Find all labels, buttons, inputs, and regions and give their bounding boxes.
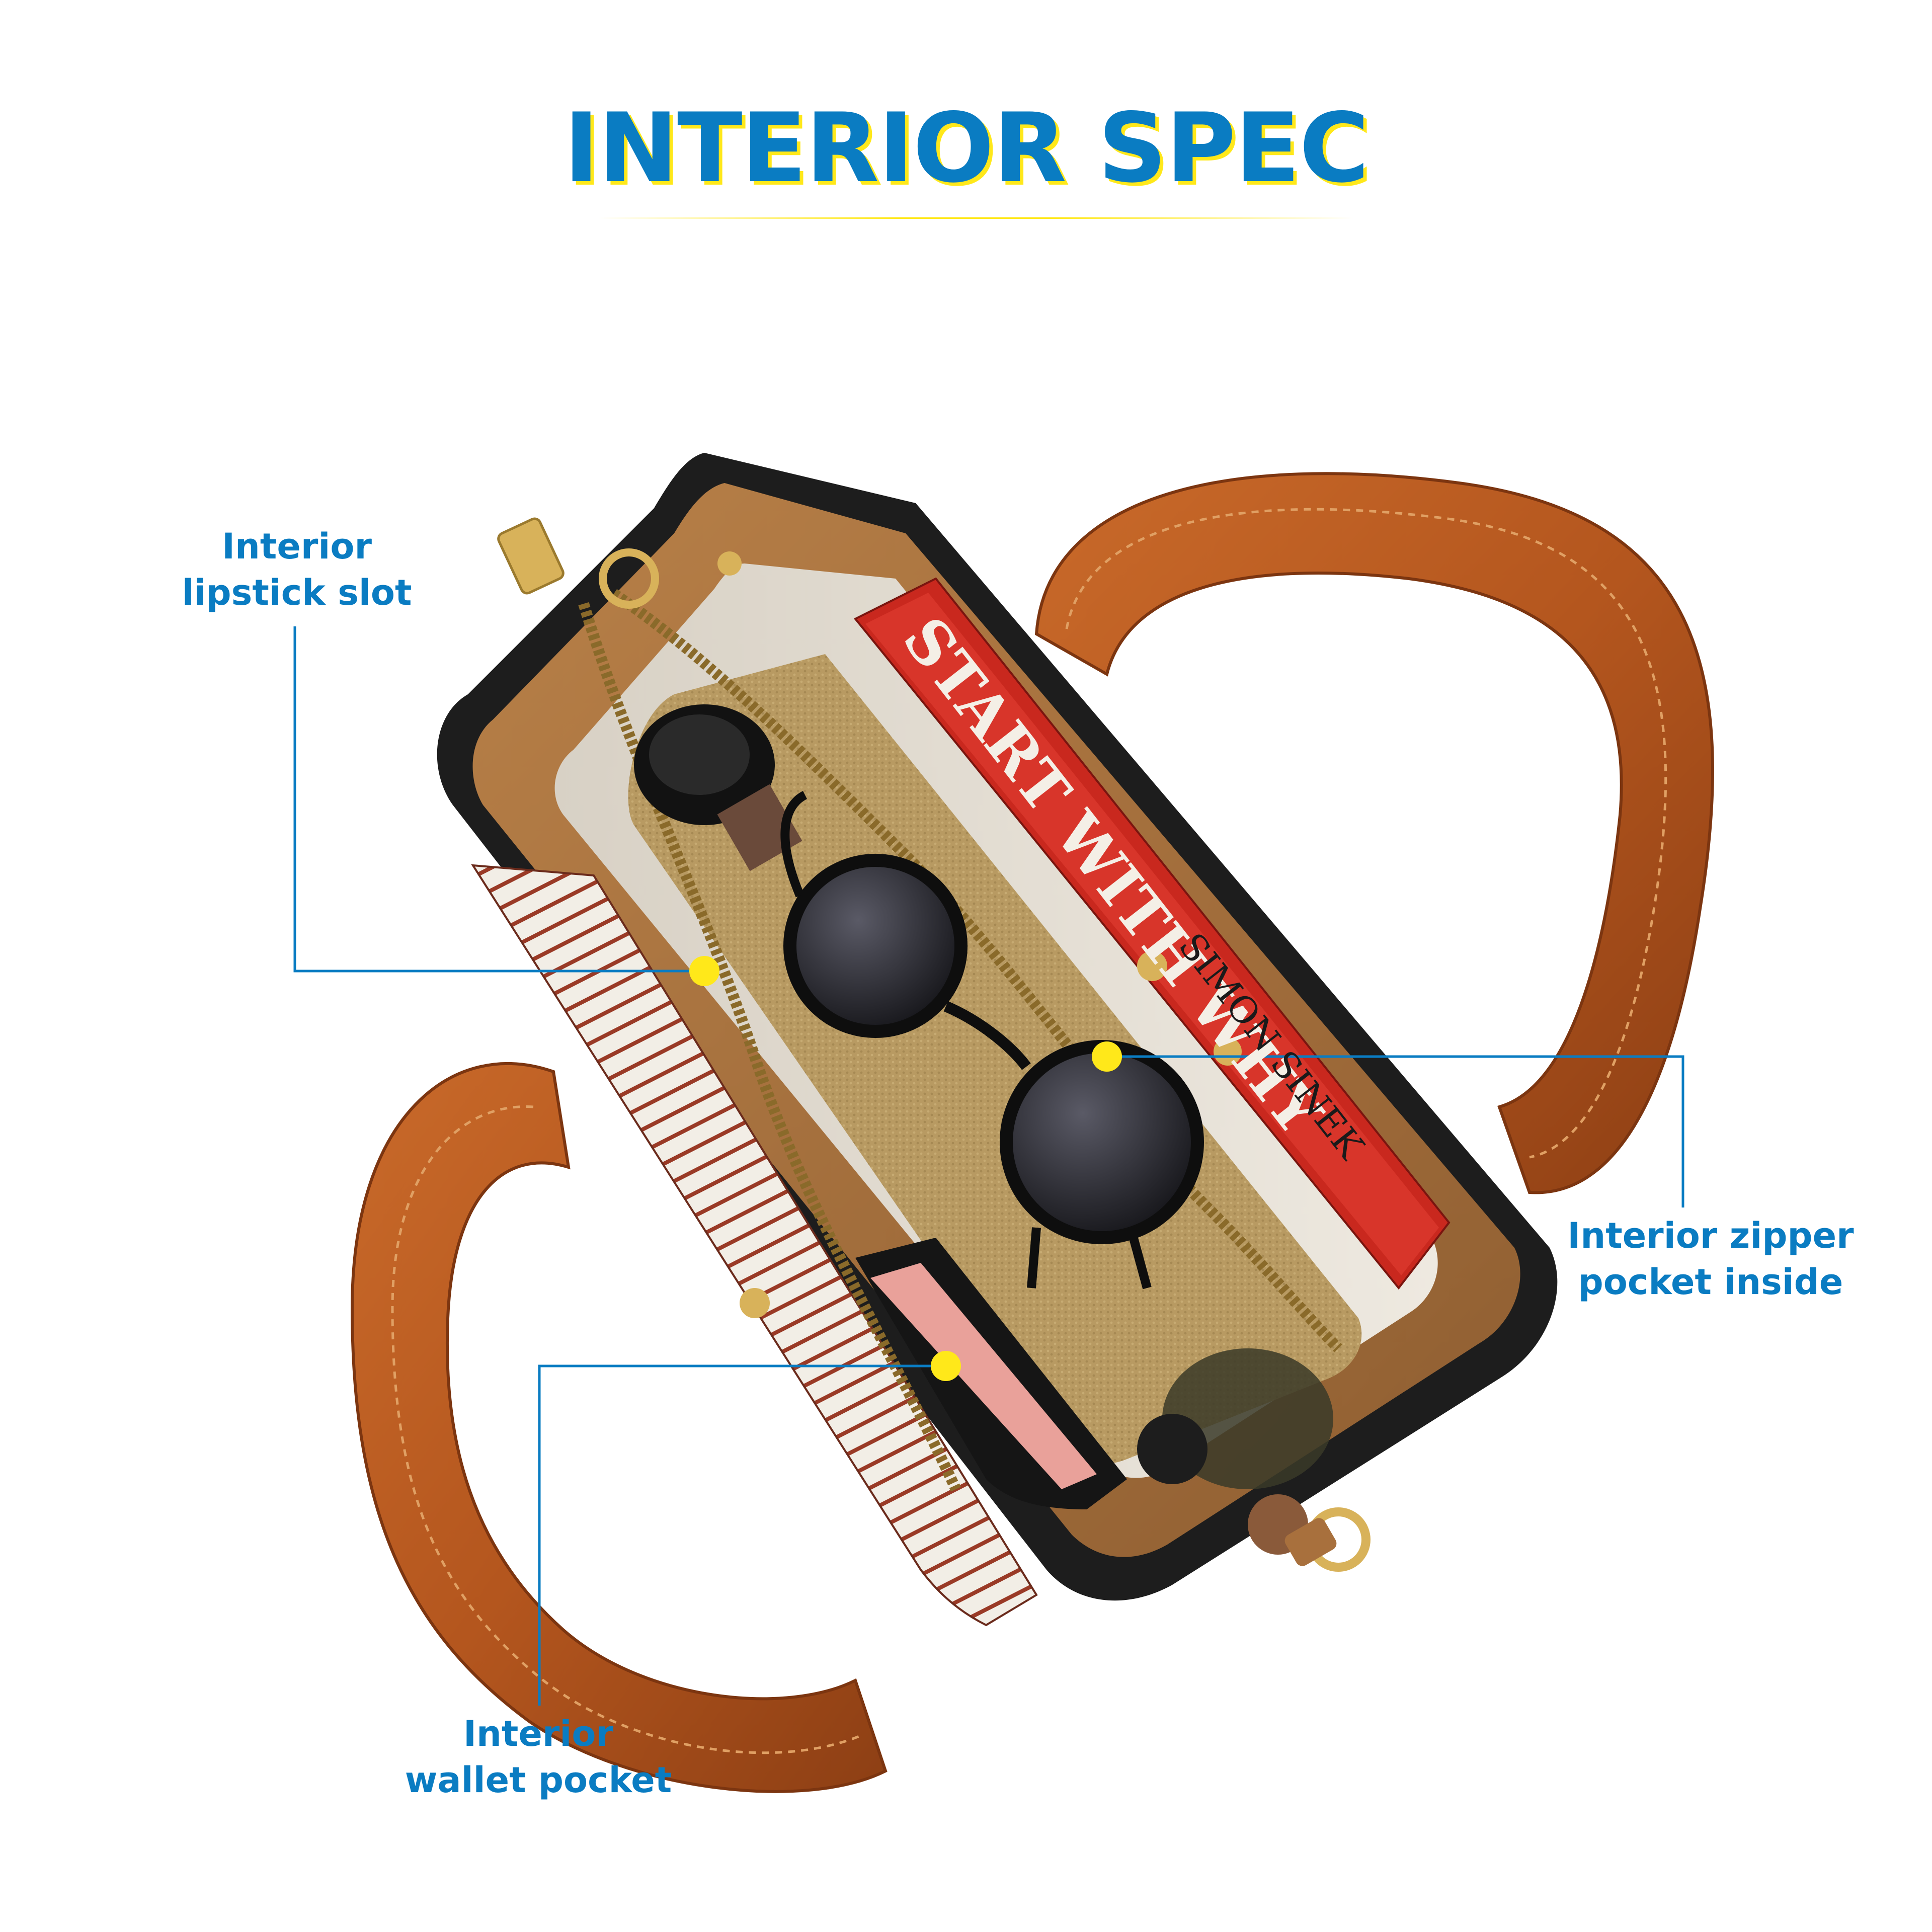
callout-wallet bbox=[538, 1364, 946, 1706]
wallet bbox=[855, 1238, 1127, 1509]
title: INTERIOR SPEC bbox=[564, 93, 1369, 204]
callout-lipstick-line2: lipstick slot bbox=[182, 572, 412, 613]
front-handle bbox=[350, 1062, 888, 1793]
callout-label-lipstick: Interior lipstick slot bbox=[151, 523, 443, 616]
callout-lipstick-line1: Interior bbox=[222, 526, 372, 567]
rear-handle bbox=[1034, 472, 1715, 1194]
callout-label-wallet: Interior wallet pocket bbox=[382, 1711, 694, 1803]
title-underline bbox=[599, 217, 1353, 219]
zipper-pull bbox=[497, 517, 659, 609]
notebook bbox=[471, 864, 1038, 1627]
callout-zipper-line2: pocket inside bbox=[1578, 1261, 1843, 1303]
zipper bbox=[578, 602, 961, 1492]
callout-lipstick bbox=[293, 626, 704, 973]
perfume-bottle bbox=[1137, 1348, 1333, 1555]
callout-zipper-line1: Interior zipper bbox=[1567, 1215, 1854, 1256]
lipstick bbox=[634, 704, 802, 871]
zipper-pocket-panel bbox=[628, 654, 1362, 1464]
book bbox=[853, 577, 1451, 1290]
callout-zipper bbox=[1107, 1055, 1684, 1208]
hardware bbox=[717, 551, 1371, 1572]
callout-zipper-dot bbox=[1092, 1041, 1122, 1072]
callout-wallet-dot bbox=[931, 1351, 961, 1381]
callout-wallet-line1: Interior bbox=[463, 1713, 613, 1754]
callout-label-zipper: Interior zipper pocket inside bbox=[1535, 1213, 1887, 1305]
callout-wallet-line2: wallet pocket bbox=[405, 1759, 672, 1801]
callout-lipstick-dot bbox=[689, 956, 719, 986]
